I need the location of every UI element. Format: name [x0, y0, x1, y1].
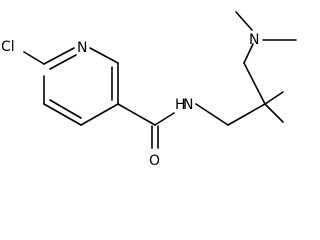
bond-cq-methyl-2 [264, 103, 284, 123]
atom-ring-n: N [77, 40, 87, 56]
atom-carbonyl-o: O [149, 153, 160, 169]
pyridine-ring [43, 47, 119, 126]
bond-c6-cl [23, 51, 45, 65]
bond-cq-methyl-1 [264, 91, 284, 105]
chemical-structure: Cl N H N N O [1, 11, 297, 169]
bond-c4-c3 [80, 103, 119, 126]
bond-c2-n1 [89, 47, 119, 64]
atom-amide-h: H [175, 97, 186, 113]
bond-c5-c4 [43, 103, 82, 126]
atom-cl: Cl [1, 39, 15, 55]
bond-n1-c6 [43, 47, 75, 65]
carboxamide-group [117, 103, 175, 149]
bond-cq-ch2 [243, 62, 266, 105]
bond-c3-carbonyl [117, 103, 156, 126]
bond-n1-c6-inner [49, 54, 77, 70]
bond-amine-n-methyl-up [235, 11, 253, 31]
bond-carbonyl-n [154, 112, 175, 126]
side-chain [195, 11, 297, 126]
atom-amine-n: N [249, 32, 259, 48]
bond-ch2-cq [227, 103, 266, 126]
structure-canvas: Cl N H N N O [1, 11, 297, 169]
atom-amide-n: N [183, 97, 193, 113]
bond-ch2-amine-n [243, 43, 254, 64]
bond-n-ch2 [195, 103, 229, 126]
bond-c5-c4-inner [49, 99, 82, 119]
